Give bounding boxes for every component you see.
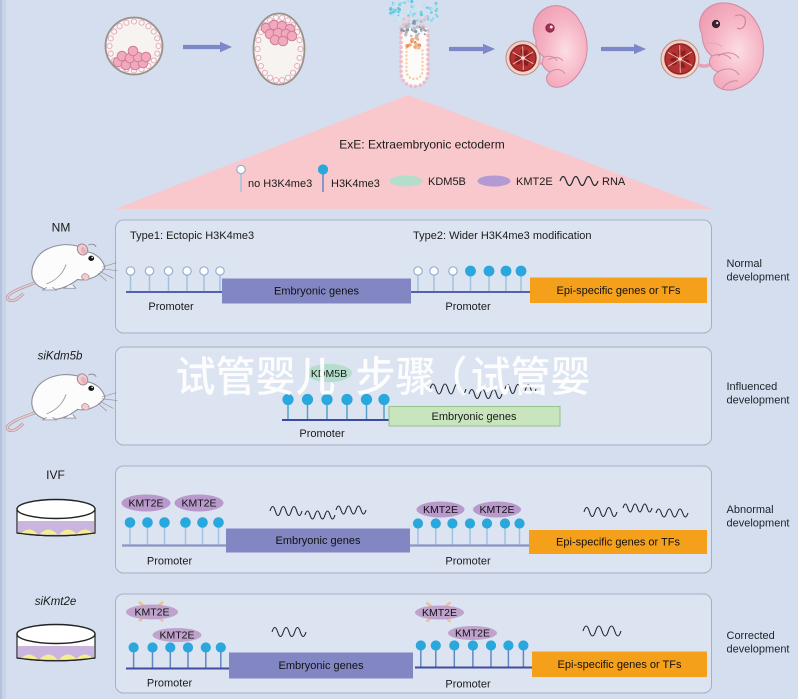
svg-text:Abnormal: Abnormal bbox=[727, 504, 774, 516]
svg-text:Normal: Normal bbox=[727, 258, 762, 270]
svg-text:NM: NM bbox=[52, 221, 71, 235]
svg-text:siKmt2e: siKmt2e bbox=[35, 596, 77, 608]
svg-text:Embryonic genes: Embryonic genes bbox=[279, 660, 364, 672]
svg-text:KMT2E: KMT2E bbox=[479, 504, 514, 516]
svg-text:Promoter: Promoter bbox=[299, 428, 345, 440]
svg-text:KMT2E: KMT2E bbox=[422, 607, 457, 619]
svg-text:Epi-specific genes or TFs: Epi-specific genes or TFs bbox=[556, 537, 680, 549]
svg-text:no H3K4me3: no H3K4me3 bbox=[248, 178, 312, 190]
svg-text:KMT2E: KMT2E bbox=[455, 628, 490, 640]
svg-text:Influenced: Influenced bbox=[727, 381, 778, 393]
svg-text:Type2: Wider H3K4me3 modificat: Type2: Wider H3K4me3 modification bbox=[413, 230, 592, 242]
svg-text:Promoter: Promoter bbox=[445, 556, 491, 568]
svg-text:development: development bbox=[727, 395, 790, 407]
svg-text:KDM5B: KDM5B bbox=[428, 176, 466, 188]
svg-text:Type1: Ectopic H3K4me3: Type1: Ectopic H3K4me3 bbox=[130, 230, 254, 242]
svg-text:KMT2E: KMT2E bbox=[516, 176, 553, 188]
svg-text:IVF: IVF bbox=[46, 468, 65, 482]
svg-text:Embryonic genes: Embryonic genes bbox=[276, 535, 361, 547]
svg-text:Promoter: Promoter bbox=[148, 301, 194, 313]
svg-text:KMT2E: KMT2E bbox=[423, 504, 458, 516]
svg-text:H3K4me3: H3K4me3 bbox=[331, 178, 380, 190]
svg-text:Epi-specific genes or TFs: Epi-specific genes or TFs bbox=[558, 659, 682, 671]
svg-text:KDM5B: KDM5B bbox=[311, 368, 347, 380]
svg-text:KMT2E: KMT2E bbox=[181, 498, 216, 510]
svg-text:development: development bbox=[727, 644, 790, 656]
svg-text:KMT2E: KMT2E bbox=[159, 630, 194, 642]
svg-text:Promoter: Promoter bbox=[445, 301, 491, 313]
svg-text:siKdm5b: siKdm5b bbox=[38, 351, 83, 363]
svg-text:development: development bbox=[727, 272, 790, 284]
svg-text:Corrected: Corrected bbox=[727, 630, 775, 642]
svg-text:development: development bbox=[727, 518, 790, 530]
svg-text:ExE: Extraembryonic ectoderm: ExE: Extraembryonic ectoderm bbox=[339, 138, 504, 152]
svg-text:Promoter: Promoter bbox=[147, 678, 193, 690]
svg-text:Embryonic genes: Embryonic genes bbox=[274, 286, 359, 298]
svg-text:Epi-specific genes or TFs: Epi-specific genes or TFs bbox=[557, 285, 681, 297]
svg-text:KMT2E: KMT2E bbox=[134, 607, 169, 619]
svg-text:Embryonic genes: Embryonic genes bbox=[432, 411, 517, 423]
svg-text:Promoter: Promoter bbox=[445, 679, 491, 691]
svg-text:Promoter: Promoter bbox=[147, 556, 193, 568]
svg-text:KMT2E: KMT2E bbox=[128, 498, 163, 510]
svg-text:RNA: RNA bbox=[602, 176, 626, 188]
